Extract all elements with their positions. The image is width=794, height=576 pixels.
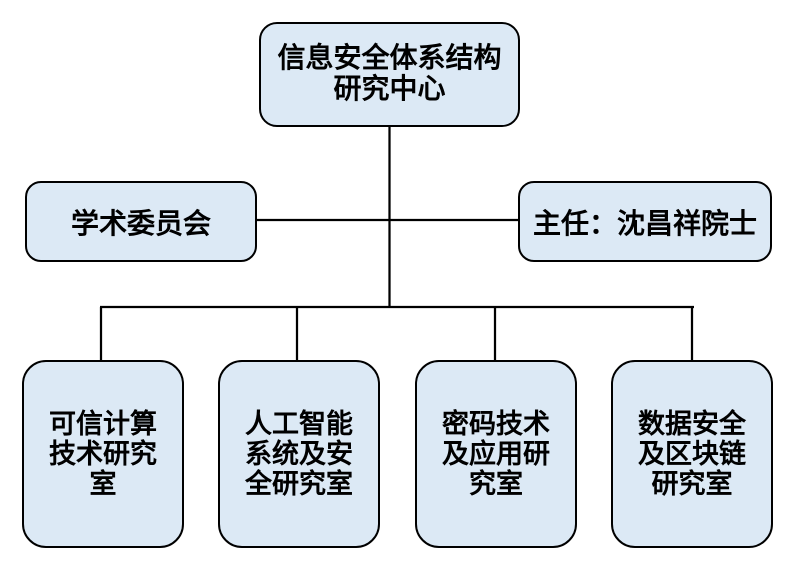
director-node: 主任：沈昌祥院士: [518, 181, 772, 262]
department-node-label: 可信计算技术研究室: [49, 408, 157, 500]
department-node-label: 人工智能系统及安全研究室: [245, 408, 353, 500]
root-node: 信息安全体系结构研究中心: [259, 22, 520, 127]
department-node-trusted-computing: 可信计算技术研究室: [22, 360, 184, 548]
department-node-ai-security: 人工智能系统及安全研究室: [218, 360, 380, 548]
director-node-label: 主任：沈昌祥院士: [532, 208, 757, 240]
department-node-label: 数据安全及区块链研究室: [638, 408, 746, 500]
committee-node-label: 学术委员会: [70, 208, 211, 240]
root-node-label: 信息安全体系结构研究中心: [277, 42, 502, 105]
committee-node: 学术委员会: [25, 181, 257, 262]
department-node-data-security-blockchain: 数据安全及区块链研究室: [611, 360, 773, 548]
department-node-label: 密码技术及应用研究室: [442, 408, 550, 500]
department-node-cryptography: 密码技术及应用研究室: [415, 360, 577, 548]
